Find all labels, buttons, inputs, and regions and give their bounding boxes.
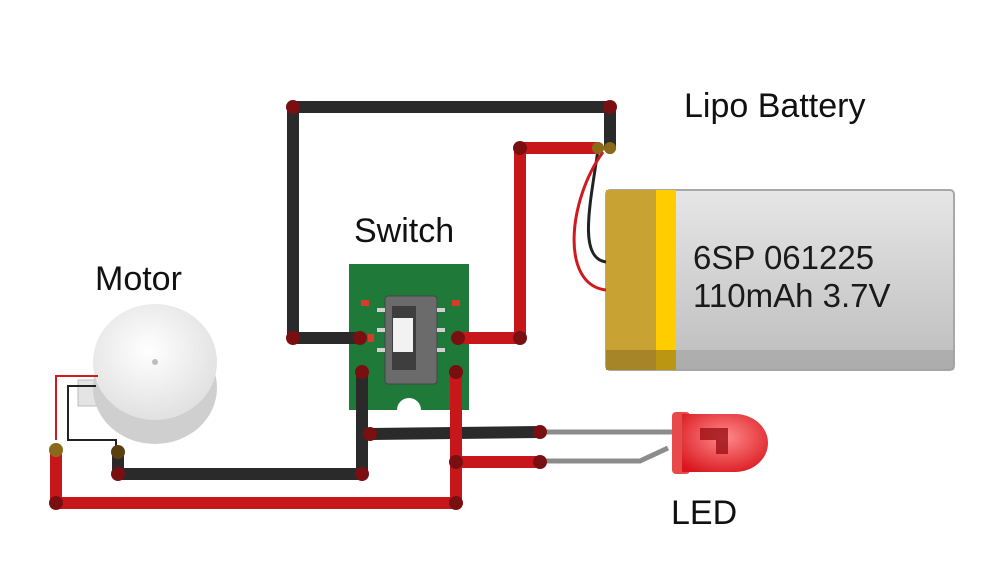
battery-lead-red: [572, 151, 607, 292]
led-leg-short: [540, 445, 670, 464]
motor-label: Motor: [95, 260, 182, 298]
joint: [353, 331, 367, 345]
led-anvil: [700, 428, 728, 454]
joint: [513, 331, 527, 345]
joint: [449, 455, 463, 469]
switch-label: Switch: [354, 212, 454, 250]
wire-battery-positive: [452, 142, 604, 344]
wire-joints: [49, 100, 617, 510]
joint: [111, 467, 125, 481]
switch-pad-tr: [452, 300, 460, 306]
motor-lead-black: [67, 385, 117, 452]
motor-center-dot: [152, 359, 158, 365]
switch-slider: [393, 318, 413, 352]
wire-switch-to-motor: [112, 366, 368, 480]
joint: [286, 331, 300, 345]
slide-switch: [349, 264, 469, 410]
joint: [533, 425, 547, 439]
joint: [604, 142, 616, 154]
joint: [451, 331, 465, 345]
switch-pad-tl: [361, 300, 369, 306]
joint: [363, 427, 377, 441]
switch-pins: [377, 308, 445, 352]
switch-notch: [397, 398, 421, 410]
wires: [50, 101, 616, 509]
joint: [513, 141, 527, 155]
switch-pad-ml: [368, 334, 374, 342]
battery-band-shade: [606, 350, 676, 370]
battery-lead-black: [587, 149, 607, 264]
joint: [286, 100, 300, 114]
joint: [49, 496, 63, 510]
joint: [449, 365, 463, 379]
led-label: LED: [671, 494, 737, 532]
joint: [355, 365, 369, 379]
joint: [111, 445, 125, 459]
lipo-battery: 6SP 061225 110mAh 3.7V: [605, 189, 955, 371]
battery-terminal-stripe: [656, 190, 676, 370]
motor-lead-red: [55, 375, 98, 440]
joint: [533, 455, 547, 469]
joint: [603, 100, 617, 114]
joint: [592, 142, 604, 154]
battery-rating-text: 110mAh 3.7V: [693, 277, 891, 314]
red-led: [540, 412, 768, 474]
joint: [449, 496, 463, 510]
battery-terminal-band: [606, 190, 656, 370]
vibration-motor: [77, 304, 217, 444]
joint: [49, 443, 63, 457]
battery-label: Lipo Battery: [684, 87, 865, 125]
joint: [355, 467, 369, 481]
battery-model-text: 6SP 061225: [693, 239, 874, 276]
battery-bottom-shade: [606, 350, 954, 370]
